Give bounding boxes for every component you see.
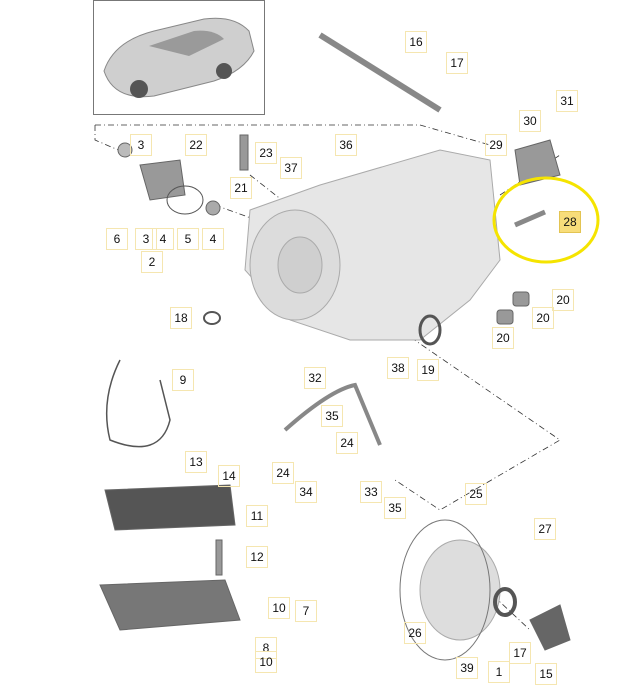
part-label-33[interactable]: 33 — [360, 481, 382, 503]
vehicle-thumbnail — [93, 0, 265, 115]
part-label-15[interactable]: 15 — [535, 663, 557, 685]
part-label-27[interactable]: 27 — [534, 518, 556, 540]
part-label-10[interactable]: 10 — [255, 651, 277, 673]
part-label-1[interactable]: 1 — [488, 661, 510, 683]
part-label-28[interactable]: 28 — [559, 211, 581, 233]
part-label-35[interactable]: 35 — [384, 497, 406, 519]
part-label-37[interactable]: 37 — [280, 157, 302, 179]
part-label-2[interactable]: 2 — [141, 251, 163, 273]
part-label-4[interactable]: 4 — [202, 228, 224, 250]
part-label-35[interactable]: 35 — [321, 405, 343, 427]
part-label-7[interactable]: 7 — [295, 600, 317, 622]
part-label-30[interactable]: 30 — [519, 110, 541, 132]
part-label-5[interactable]: 5 — [177, 228, 199, 250]
part-label-3[interactable]: 3 — [135, 228, 157, 250]
part-label-36[interactable]: 36 — [335, 134, 357, 156]
part-label-14[interactable]: 14 — [218, 465, 240, 487]
part-label-25[interactable]: 25 — [465, 483, 487, 505]
part-label-38[interactable]: 38 — [387, 357, 409, 379]
part-label-24[interactable]: 24 — [336, 432, 358, 454]
part-label-17[interactable]: 17 — [446, 52, 468, 74]
highlight-ellipse — [492, 176, 600, 264]
part-label-18[interactable]: 18 — [170, 307, 192, 329]
part-label-11[interactable]: 11 — [246, 505, 268, 527]
part-label-20[interactable]: 20 — [552, 289, 574, 311]
part-label-24[interactable]: 24 — [272, 462, 294, 484]
part-label-16[interactable]: 16 — [405, 31, 427, 53]
part-label-12[interactable]: 12 — [246, 546, 268, 568]
part-label-10[interactable]: 10 — [268, 597, 290, 619]
part-label-34[interactable]: 34 — [295, 481, 317, 503]
part-label-6[interactable]: 6 — [106, 228, 128, 250]
part-label-9[interactable]: 9 — [172, 369, 194, 391]
part-label-21[interactable]: 21 — [230, 177, 252, 199]
part-label-32[interactable]: 32 — [304, 367, 326, 389]
part-label-3[interactable]: 3 — [130, 134, 152, 156]
part-label-4[interactable]: 4 — [152, 228, 174, 250]
part-label-8[interactable]: 8 — [255, 637, 277, 659]
car-icon — [103, 17, 255, 98]
part-label-20[interactable]: 20 — [532, 307, 554, 329]
part-label-22[interactable]: 22 — [185, 134, 207, 156]
part-label-26[interactable]: 26 — [404, 622, 426, 644]
part-label-29[interactable]: 29 — [485, 134, 507, 156]
transmission-housing — [244, 149, 501, 341]
part-label-31[interactable]: 31 — [556, 90, 578, 112]
part-label-20[interactable]: 20 — [492, 327, 514, 349]
part-label-39[interactable]: 39 — [456, 657, 478, 679]
part-label-13[interactable]: 13 — [185, 451, 207, 473]
part-label-19[interactable]: 19 — [417, 359, 439, 381]
part-label-23[interactable]: 23 — [255, 142, 277, 164]
part-label-17[interactable]: 17 — [509, 642, 531, 664]
